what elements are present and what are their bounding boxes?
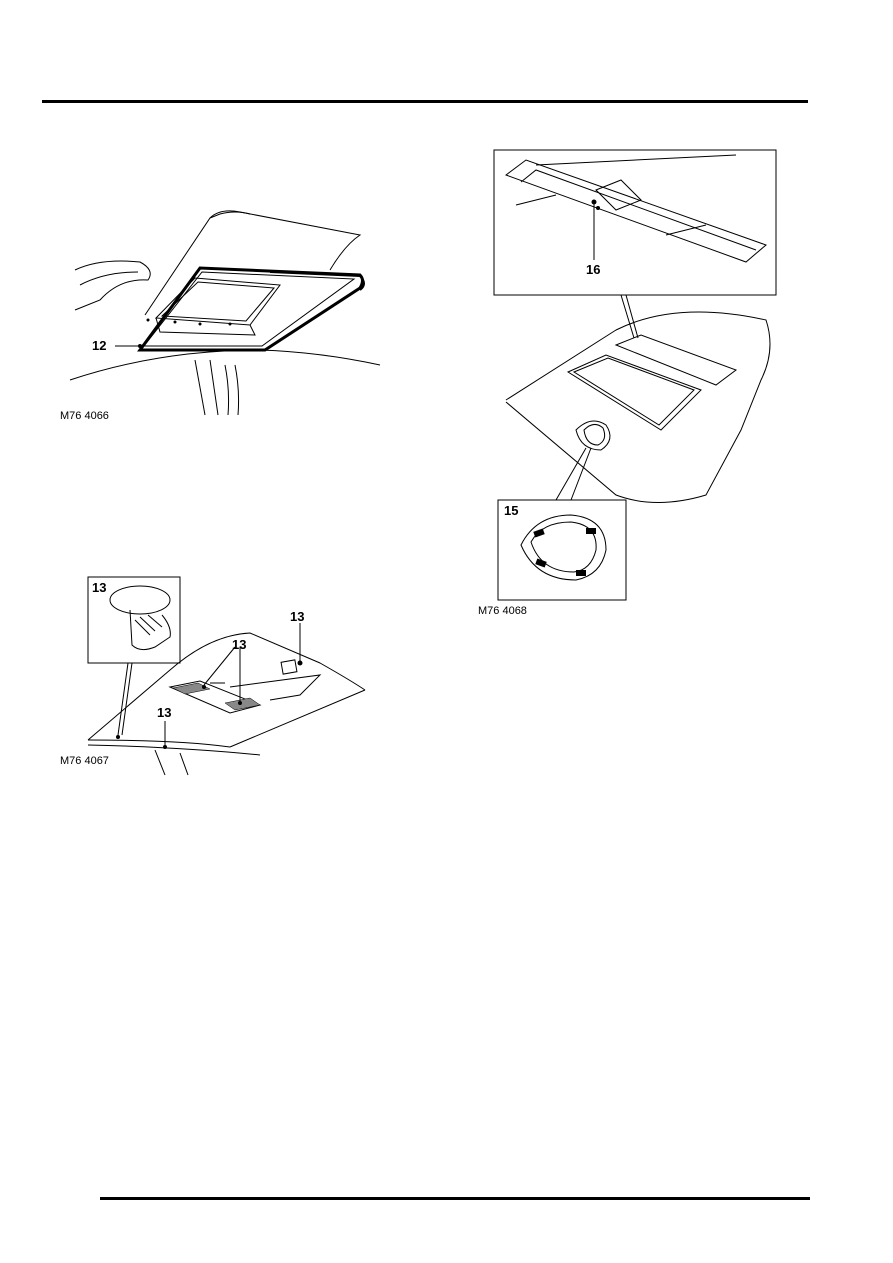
callout-15: 15 [504, 503, 519, 518]
callout-13-lamp: 13 [290, 609, 305, 624]
headlining-clips-illustration [87, 576, 366, 776]
figure-headlining-assembly: 16 15 M76 4068 [476, 149, 781, 620]
callout-12: 12 [92, 338, 107, 353]
figure-sunroof-seal: 12 M76 4066 [60, 200, 381, 430]
footer-rule [100, 1197, 810, 1200]
header-rule [42, 100, 808, 103]
figure-code: M76 4067 [60, 755, 109, 767]
sunroof-seal-illustration [69, 210, 381, 416]
callout-13-front: 13 [157, 705, 172, 720]
headlining-assembly-illustration [493, 149, 777, 601]
figure-code: M76 4066 [60, 410, 109, 422]
figure-code: M76 4068 [478, 605, 527, 617]
callout-16: 16 [586, 262, 601, 277]
figure-headlining-clips: 13 13 13 13 M76 4067 [60, 575, 370, 776]
callout-13-inset: 13 [92, 580, 107, 595]
callout-13-vents: 13 [232, 637, 247, 652]
